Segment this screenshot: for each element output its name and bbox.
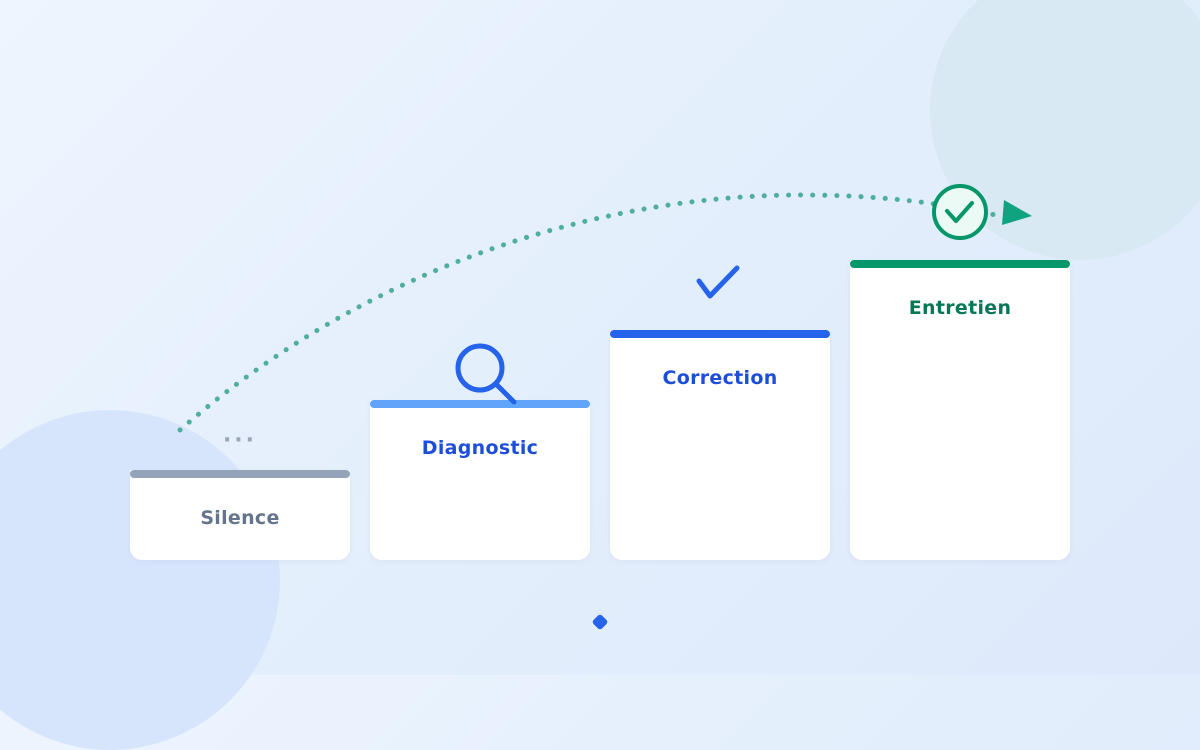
checkmark-icon	[696, 265, 740, 299]
step-diagnostic-label: Diagnostic	[421, 437, 539, 459]
step-correction: Correction	[610, 330, 830, 560]
step-silence-label: Silence	[200, 507, 280, 529]
step-silence-bar	[130, 470, 350, 478]
step-diagnostic-bar	[370, 400, 590, 408]
ellipsis-icon: ···	[222, 428, 258, 453]
page-indicator-dot[interactable]	[592, 614, 609, 631]
step-entretien: Entretien	[850, 260, 1070, 560]
step-diagnostic: Diagnostic	[370, 400, 590, 560]
step-correction-label: Correction	[662, 367, 778, 389]
step-silence: Silence	[130, 470, 350, 560]
background-circle-left	[0, 410, 280, 750]
step-correction-bar	[610, 330, 830, 338]
magnifier-icon	[455, 343, 517, 405]
step-entretien-bar	[850, 260, 1070, 268]
background-circle-right	[930, 0, 1200, 260]
step-entretien-label: Entretien	[908, 297, 1012, 319]
